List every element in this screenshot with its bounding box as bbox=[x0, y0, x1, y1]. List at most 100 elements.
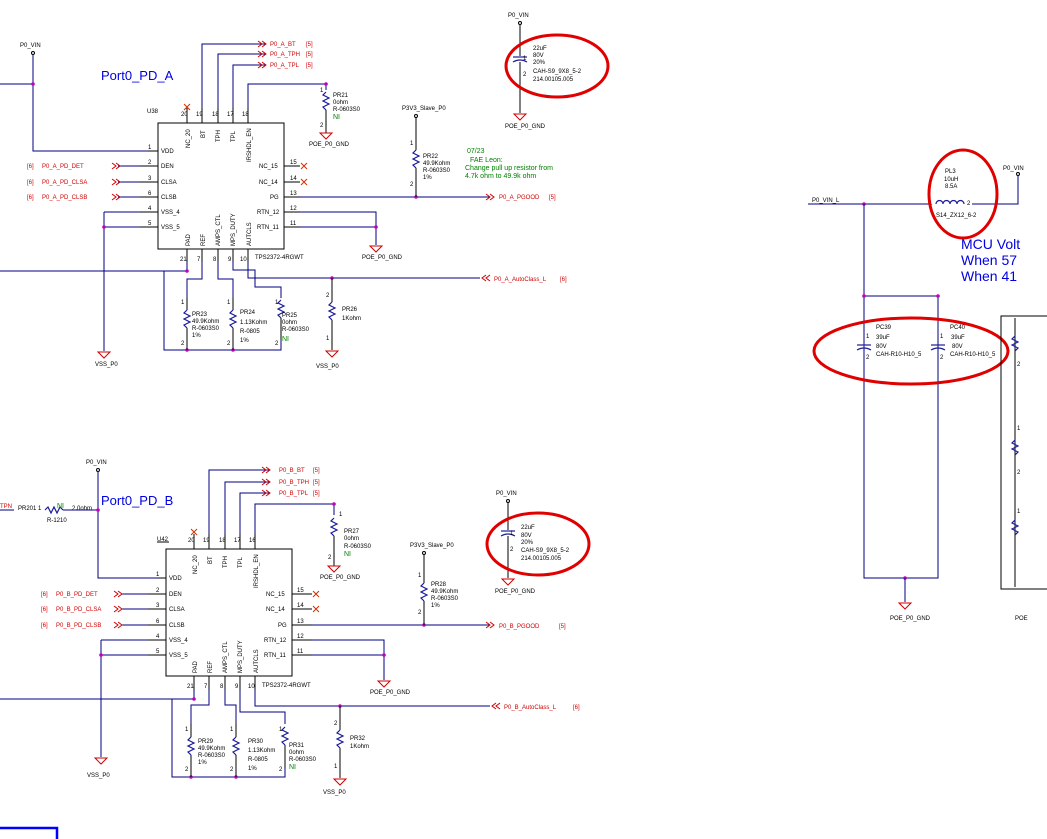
svg-text:0ohm: 0ohm bbox=[289, 750, 304, 756]
svg-text:NI: NI bbox=[333, 114, 340, 121]
svg-text:RTN_12: RTN_12 bbox=[257, 210, 280, 216]
svg-text:20%: 20% bbox=[521, 540, 534, 546]
ic-u38-part: TPS2372-4RGWT bbox=[255, 255, 304, 261]
vss-symbol-pr32: VSS_P0 bbox=[323, 778, 348, 796]
net-p0-a-pd-clsb: P0_A_PD_CLSB bbox=[42, 195, 87, 201]
svg-text:POE: POE bbox=[1015, 616, 1028, 622]
svg-text:AUTCLS: AUTCLS bbox=[254, 649, 260, 673]
svg-text:[5]: [5] bbox=[313, 468, 320, 474]
svg-text:1: 1 bbox=[38, 506, 42, 512]
svg-text:AMPS_CTL: AMPS_CTL bbox=[216, 214, 222, 246]
nc-mark-20a bbox=[183, 103, 191, 111]
svg-text:[6]: [6] bbox=[573, 705, 580, 711]
svg-text:1%: 1% bbox=[240, 338, 249, 344]
svg-text:2: 2 bbox=[185, 767, 189, 773]
svg-text:2: 2 bbox=[334, 721, 338, 727]
net-p0-b-tph: P0_B_TPH bbox=[279, 480, 309, 486]
note-fae-leon: 07/23 FAE Leon: Change pull up resistor … bbox=[465, 148, 553, 180]
svg-text:[6]: [6] bbox=[27, 164, 34, 170]
svg-text:20: 20 bbox=[181, 112, 188, 118]
svg-text:1.13Kohm: 1.13Kohm bbox=[240, 320, 267, 326]
net-p0-b-pd-clsa: P0_B_PD_CLSA bbox=[56, 607, 101, 613]
svg-text:[6]: [6] bbox=[41, 607, 48, 613]
svg-text:3: 3 bbox=[156, 603, 160, 609]
svg-text:PAD: PAD bbox=[186, 233, 192, 246]
svg-text:NC_15: NC_15 bbox=[266, 592, 285, 598]
svg-text:VSS_4: VSS_4 bbox=[169, 638, 188, 644]
svg-text:REF: REF bbox=[208, 661, 214, 673]
svg-text:R-0603S0: R-0603S0 bbox=[431, 596, 459, 602]
mcu-voltage-note: MCU Volt When 57 When 41 bbox=[961, 236, 1020, 284]
net-p0-b-pd-clsb: P0_B_PD_CLSB bbox=[56, 623, 101, 629]
svg-text:VDD: VDD bbox=[161, 149, 174, 155]
svg-text:[6]: [6] bbox=[27, 195, 34, 201]
ic-u42 bbox=[165, 548, 293, 677]
vss-symbol-b: VSS_P0 bbox=[87, 757, 110, 779]
svg-text:2: 2 bbox=[418, 610, 422, 616]
svg-text:2: 2 bbox=[181, 341, 185, 347]
ic-u42-top-pins: 20 19 18 17 16 NC_20 BT TPH TPL IRSHDL_E… bbox=[188, 528, 260, 588]
svg-text:18: 18 bbox=[219, 538, 226, 544]
net-p0-a-tph: P0_A_TPH bbox=[270, 52, 300, 58]
svg-text:22uF: 22uF bbox=[533, 46, 547, 52]
resistor-pr201: PR201 1 NI 2.0ohm R-1210 bbox=[18, 503, 100, 524]
svg-text:MPS_DUTY: MPS_DUTY bbox=[238, 640, 244, 673]
svg-text:9: 9 bbox=[235, 684, 239, 690]
svg-text:NI: NI bbox=[289, 764, 296, 771]
net-p0-b-pgood: P0_B_PGOOD bbox=[499, 624, 540, 630]
svg-text:11: 11 bbox=[297, 649, 304, 655]
svg-text:2: 2 bbox=[940, 355, 944, 361]
svg-text:R-0603S0: R-0603S0 bbox=[344, 544, 372, 550]
svg-text:POE_P0_GND: POE_P0_GND bbox=[370, 690, 411, 696]
svg-text:PR31: PR31 bbox=[289, 743, 305, 749]
svg-text:1%: 1% bbox=[423, 175, 432, 181]
svg-text:15: 15 bbox=[290, 160, 297, 166]
highlight-circle-cap-a bbox=[504, 33, 610, 99]
vdd-wire-a bbox=[32, 55, 148, 152]
svg-text:1: 1 bbox=[181, 300, 185, 306]
p0-vin-label-b: P0_VIN bbox=[86, 460, 107, 466]
cap-a-22uf: P0_VIN 22uF 80V 20% CAH-S9_9X8_5-2 214.0… bbox=[505, 13, 582, 130]
ic-u38-ref: U38 bbox=[147, 109, 159, 115]
svg-text:12: 12 bbox=[297, 634, 304, 640]
svg-text:07/23: 07/23 bbox=[467, 148, 485, 155]
net-p0-b-autoclass: P0_B_AutoClass_L bbox=[504, 705, 557, 711]
svg-text:DEN: DEN bbox=[161, 164, 174, 170]
svg-text:1: 1 bbox=[148, 145, 152, 151]
svg-text:PR30: PR30 bbox=[248, 739, 264, 745]
svg-text:19: 19 bbox=[196, 112, 203, 118]
net-p0-b-bt: P0_B_BT bbox=[279, 468, 305, 474]
svg-text:1: 1 bbox=[230, 727, 234, 733]
ic-u38-bottom-pins: 21 7 8 9 10 PAD REF AMPS_CTL MPS_DUTY AU… bbox=[180, 213, 253, 263]
resistor-pr26: PR26 1Kohm 2 1 bbox=[326, 278, 361, 350]
svg-text:PR27: PR27 bbox=[344, 529, 360, 535]
svg-text:PR22: PR22 bbox=[423, 154, 439, 160]
svg-text:R-0805: R-0805 bbox=[248, 757, 268, 763]
svg-text:12: 12 bbox=[290, 206, 297, 212]
svg-text:VSS_4: VSS_4 bbox=[161, 210, 180, 216]
highlight-circle-cap-b bbox=[485, 511, 591, 577]
svg-text:RTN_11: RTN_11 bbox=[257, 225, 279, 231]
svg-text:7: 7 bbox=[204, 684, 208, 690]
cap-pc40: PC40 39uF 80V CAH-R10-H10_5 1 2 bbox=[930, 325, 996, 361]
resistor-pr28: PR28 49.9Kohm R-0603S0 1% 1 2 bbox=[418, 573, 459, 625]
svg-text:VSS_P0: VSS_P0 bbox=[323, 790, 346, 796]
svg-text:20%: 20% bbox=[533, 60, 546, 66]
svg-text:2: 2 bbox=[523, 72, 527, 78]
svg-text:CLSA: CLSA bbox=[161, 180, 177, 186]
svg-text:21: 21 bbox=[180, 257, 187, 263]
net-p0-b-pd-det: P0_B_PD_DET bbox=[56, 592, 98, 598]
port-b-section: Port0_PD_B P0_VIN TPN PR201 1 NI 2.0ohm … bbox=[0, 460, 591, 796]
vss-symbol-a: VSS_P0 bbox=[95, 351, 118, 368]
svg-text:When 41: When 41 bbox=[961, 268, 1017, 284]
svg-text:CAH-R10-H10_5: CAH-R10-H10_5 bbox=[950, 352, 996, 358]
svg-text:11: 11 bbox=[290, 221, 297, 227]
svg-text:NC_14: NC_14 bbox=[266, 607, 285, 613]
svg-text:When 57: When 57 bbox=[961, 252, 1017, 268]
svg-text:DEN: DEN bbox=[169, 592, 182, 598]
svg-text:BT: BT bbox=[201, 130, 207, 138]
svg-text:R-0603S0: R-0603S0 bbox=[198, 753, 226, 759]
svg-text:[5]: [5] bbox=[559, 624, 566, 630]
svg-text:8: 8 bbox=[213, 257, 217, 263]
partial-box-right bbox=[1000, 315, 1047, 590]
